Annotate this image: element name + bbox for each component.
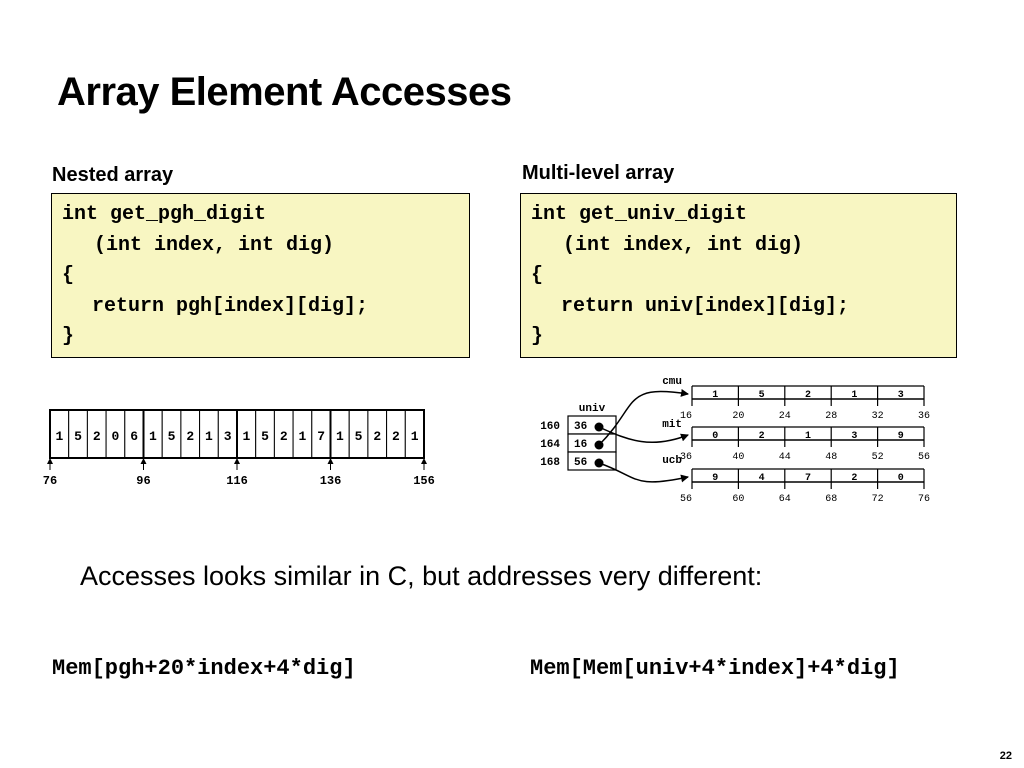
array-address: 24 xyxy=(779,411,791,422)
cell-value: 1 xyxy=(336,429,344,444)
pointer-value: 56 xyxy=(574,457,587,469)
array-name: ucb xyxy=(662,455,682,467)
cell-value: 2 xyxy=(373,429,381,444)
pointer-arrow xyxy=(598,388,689,446)
array-address: 16 xyxy=(680,411,692,422)
array-address: 48 xyxy=(825,452,837,463)
tick-arrow xyxy=(421,458,427,464)
nested-code-block: int get_pgh_digit (int index, int dig) {… xyxy=(51,193,470,358)
pointer-arrow xyxy=(598,426,689,444)
code-line: int get_univ_digit xyxy=(531,203,748,226)
cell-value: 5 xyxy=(355,429,363,444)
code-line: (int index, int dig) xyxy=(94,233,335,257)
code-line: } xyxy=(531,325,544,348)
array-address: 72 xyxy=(872,494,884,505)
array-value: 3 xyxy=(898,390,904,401)
pointer-address: 164 xyxy=(540,439,560,451)
cell-value: 1 xyxy=(299,429,307,444)
address-label: 116 xyxy=(226,474,248,488)
array-value: 9 xyxy=(898,431,904,442)
array-address: 40 xyxy=(732,452,744,463)
cell-value: 5 xyxy=(74,429,82,444)
multi-level-array-label: Multi-level array xyxy=(522,162,675,184)
cell-value: 5 xyxy=(168,429,176,444)
array-value: 5 xyxy=(759,390,765,401)
tick-arrow xyxy=(47,458,53,464)
array-value: 7 xyxy=(805,473,811,484)
slide-title: Array Element Accesses xyxy=(57,70,512,114)
array-address: 28 xyxy=(825,411,837,422)
array-address: 60 xyxy=(732,494,744,505)
array-address: 32 xyxy=(872,411,884,422)
array-address: 52 xyxy=(872,452,884,463)
array-name: cmu xyxy=(662,376,682,388)
array-value: 3 xyxy=(851,431,857,442)
array-address: 64 xyxy=(779,494,791,505)
pointer-address: 168 xyxy=(540,457,560,469)
array-value: 2 xyxy=(805,390,811,401)
cell-value: 0 xyxy=(112,429,120,444)
pointer-value: 36 xyxy=(574,421,587,433)
cell-value: 1 xyxy=(242,429,250,444)
code-line: } xyxy=(62,325,75,348)
code-line: int get_pgh_digit xyxy=(62,203,267,226)
tick-arrow xyxy=(140,458,147,464)
cell-value: 5 xyxy=(261,429,269,444)
cell-value: 7 xyxy=(317,429,325,444)
array-value: 2 xyxy=(851,473,857,484)
cell-value: 2 xyxy=(280,429,288,444)
cell-value: 2 xyxy=(93,429,101,444)
code-line: { xyxy=(531,264,544,287)
cell-value: 2 xyxy=(186,429,194,444)
address-label: 156 xyxy=(413,474,435,488)
address-label: 136 xyxy=(320,474,342,488)
array-address: 56 xyxy=(680,494,692,505)
array-address: 36 xyxy=(680,452,692,463)
pointer-arrow xyxy=(598,462,689,483)
array-address: 76 xyxy=(918,494,930,505)
array-address: 36 xyxy=(918,411,930,422)
formula-multilevel: Mem[Mem[univ+4*index]+4*dig] xyxy=(530,656,900,681)
univ-label: univ xyxy=(579,403,606,415)
formula-nested: Mem[pgh+20*index+4*dig] xyxy=(52,656,356,681)
multilevel-code-block: int get_univ_digit (int index, int dig) … xyxy=(520,193,957,358)
cell-value: 1 xyxy=(411,429,419,444)
code-line: { xyxy=(62,264,75,287)
cell-value: 3 xyxy=(224,429,232,444)
cell-value: 1 xyxy=(205,429,213,444)
array-value: 1 xyxy=(712,390,718,401)
array-address: 44 xyxy=(779,452,791,463)
bullet-text: Accesses looks similar in C, but address… xyxy=(80,561,763,591)
address-label: 96 xyxy=(136,474,150,488)
array-name: mit xyxy=(662,419,682,431)
pointer-value: 16 xyxy=(574,439,587,451)
array-value: 1 xyxy=(805,431,811,442)
code-line: return pgh[index][dig]; xyxy=(92,294,369,318)
array-value: 9 xyxy=(712,473,718,484)
array-value: 0 xyxy=(898,473,904,484)
array-value: 1 xyxy=(851,390,857,401)
cell-value: 2 xyxy=(392,429,400,444)
nested-array-label: Nested array xyxy=(52,164,174,186)
tick-arrow xyxy=(234,458,240,464)
page-number: 22 xyxy=(999,750,1012,762)
pointer-address: 160 xyxy=(540,421,560,433)
array-address: 20 xyxy=(732,411,744,422)
cell-value: 6 xyxy=(130,429,138,444)
cell-value: 1 xyxy=(55,429,63,444)
cell-value: 1 xyxy=(149,429,157,444)
array-value: 2 xyxy=(759,431,765,442)
array-value: 4 xyxy=(759,473,765,484)
array-address: 56 xyxy=(918,452,930,463)
array-value: 0 xyxy=(712,431,718,442)
array-address: 68 xyxy=(825,494,837,505)
address-label: 76 xyxy=(43,474,57,488)
tick-arrow xyxy=(327,458,334,464)
code-line: return univ[index][dig]; xyxy=(561,294,850,318)
code-line: (int index, int dig) xyxy=(563,233,804,257)
